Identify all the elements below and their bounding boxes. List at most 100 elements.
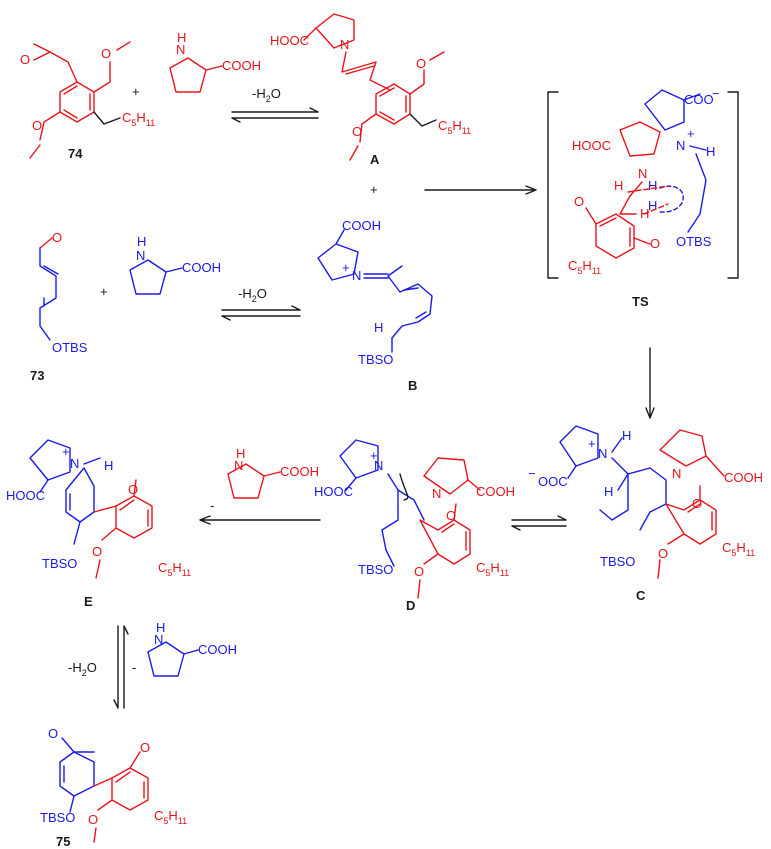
otbs-label-73: OTBS [52, 340, 88, 355]
o-label-75: O [48, 726, 58, 741]
n-label-D-red: N [432, 486, 441, 501]
hooc-label-A: HOOC [270, 33, 309, 48]
plus-sign-1: + [132, 84, 140, 99]
label-D: D [406, 598, 415, 613]
otbs-label-TS: OTBS [676, 234, 712, 249]
compound-73: O OTBS 73 [30, 230, 88, 383]
compound-74: O O O C5H11 74 [20, 41, 155, 161]
pentyl-label-A: C5H11 [438, 118, 471, 136]
h-label-pro-bot: H [156, 620, 165, 635]
h-label-E: H [104, 458, 113, 473]
o-label-C1: O [692, 496, 702, 511]
plus-sign-3: + [100, 284, 108, 299]
label-75: 75 [56, 834, 70, 849]
proline-n-label: N [176, 42, 185, 57]
n-label-pro-bot: N [154, 632, 163, 647]
h-label-B: H [374, 320, 383, 335]
cooh-label-D: COOH [476, 484, 515, 499]
tbso-label-C: TBSO [600, 554, 635, 569]
plus-label-C: + [588, 436, 596, 451]
compound-A: HOOC N O O C5H11 A [270, 13, 471, 167]
pentyl-label-D: C5H11 [476, 560, 509, 578]
label-C: C [636, 588, 646, 603]
tbso-label-75: TBSO [40, 810, 75, 825]
compound-E: HOOC N + H TBSO O O C5H11 E [6, 439, 191, 609]
o-label-C2: O [658, 546, 668, 561]
minus-sign-1: - [210, 498, 214, 513]
tbso-label-D: TBSO [358, 562, 393, 577]
compound-B: COOH N + H TBSO B [317, 218, 433, 393]
cooh-label-pro-bot: COOH [198, 642, 237, 657]
compound-75: O TBSO O O C5H11 75 [40, 726, 187, 849]
o-label-D1: O [446, 508, 456, 523]
h-label-TS-blue: H [706, 144, 715, 159]
o-label-D2: O [414, 564, 424, 579]
cooh-label-B: COOH [342, 218, 381, 233]
label-A: A [370, 152, 380, 167]
plus-label-D: + [370, 448, 378, 463]
o-label-73: O [52, 230, 62, 245]
n-label-C-red: N [672, 466, 681, 481]
arrow-to-TS [424, 185, 537, 195]
ooc-charge-C: − [528, 466, 536, 481]
proline-cooh-label: COOH [222, 58, 261, 73]
coo-label-TS: COO [684, 92, 714, 107]
methoxy-oxygen-label: O [101, 46, 111, 61]
label-74: 74 [68, 146, 83, 161]
minus-sign-2: - [132, 660, 136, 675]
h-label-TS-blue-2: H [648, 178, 657, 193]
water-loss-label-1: -H2O [252, 86, 281, 104]
tbso-label-B: TBSO [358, 352, 393, 367]
label-73: 73 [30, 368, 44, 383]
h-label-pro-mid: H [137, 234, 146, 249]
h-label-C-2: H [604, 484, 613, 499]
pentyl-label-TS: C5H11 [568, 258, 601, 276]
plus-sign-2: + [370, 182, 378, 197]
pentyl-label-C: C5H11 [722, 540, 755, 558]
n-label-E: N [70, 456, 79, 471]
arrow-D-to-E: - N H COOH [199, 446, 321, 525]
plus-label-E: + [62, 444, 70, 459]
water-loss-label-3: -H2O [68, 660, 97, 678]
water-loss-label-2: -H2O [238, 286, 267, 304]
o-label-75-2: O [88, 812, 98, 827]
aldehyde-oxygen-label: O [20, 52, 30, 67]
proline-h-label: H [177, 30, 186, 45]
coo-charge-TS: − [712, 86, 720, 101]
o-label-TS1: O [574, 194, 584, 209]
n-label-D: N [374, 458, 383, 473]
h-label-C: H [622, 428, 631, 443]
label-B: B [408, 378, 417, 393]
pentyl-label: C5H11 [122, 110, 155, 128]
n-label-pro-mid: N [136, 248, 145, 263]
o-label-A2: O [352, 124, 362, 139]
label-TS: TS [632, 294, 649, 309]
n-label-TS-blue: N [676, 138, 685, 153]
cooh-label-C: COOH [724, 470, 763, 485]
pentyl-label-75: C5H11 [154, 808, 187, 826]
o-label-A1: O [416, 56, 426, 71]
h-label-TS-red: H [614, 178, 623, 193]
h-label-TS-blue-3: H [648, 198, 657, 213]
o-label-E2: O [92, 544, 102, 559]
n-label-TS-red: N [638, 166, 647, 181]
proline-middle: N H COOH [129, 234, 221, 295]
h-label-pro-low: H [236, 446, 245, 461]
tbso-label-E: TBSO [42, 556, 77, 571]
equilibrium-arrow-4: -H2O - N H COOH [68, 620, 237, 709]
o-label-TS2: O [650, 236, 660, 251]
hooc-label-E: HOOC [6, 488, 45, 503]
pentyl-label-E: C5H11 [158, 560, 191, 578]
transition-state-TS: COO − N + H OTBS H H HOOC N H H O O C5H1… [547, 86, 739, 309]
plus-label-B: + [342, 260, 350, 275]
n-label-pro-low: N [234, 458, 243, 473]
equilibrium-arrow-3 [511, 515, 567, 531]
label-E: E [84, 594, 93, 609]
proline-top: N H COOH [169, 30, 261, 93]
compound-C: OOC − N + H H TBSO N COOH O O C5H11 C [528, 425, 763, 603]
plus-label-TS: + [687, 126, 695, 141]
equilibrium-arrow-1: -H2O [231, 86, 319, 123]
methoxy-oxygen-label-2: O [32, 118, 42, 133]
o-label-E1: O [128, 482, 138, 497]
